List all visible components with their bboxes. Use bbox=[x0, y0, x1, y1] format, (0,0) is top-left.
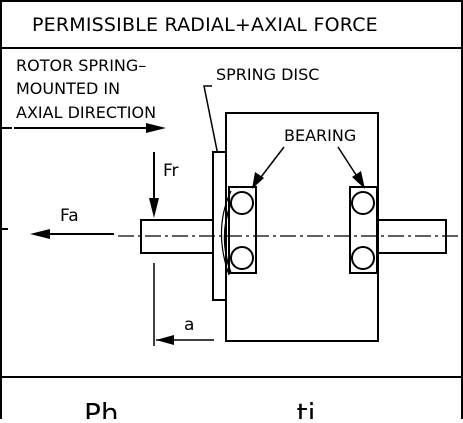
rotor-note-line-2: MOUNTED IN bbox=[16, 79, 120, 98]
dimension-a bbox=[153, 263, 214, 346]
left-bearing bbox=[220, 186, 257, 276]
motor-housing bbox=[225, 112, 379, 342]
bearing-leaders bbox=[252, 146, 365, 189]
radial-force-label: Fr bbox=[163, 161, 179, 181]
axial-force-arrow bbox=[30, 229, 114, 239]
rotor-note-line-1: ROTOR SPRING– bbox=[16, 56, 146, 75]
diagram-title: PERMISSIBLE RADIAL+AXIAL FORCE bbox=[32, 14, 378, 36]
rotor-note: ROTOR SPRING– MOUNTED IN AXIAL DIRECTION bbox=[16, 56, 156, 122]
axial-force-label: Fa bbox=[60, 206, 79, 226]
rotor-note-line-3: AXIAL DIRECTION bbox=[16, 103, 156, 122]
dimension-a-label: a bbox=[184, 315, 194, 335]
caption-partial: Ph ti bbox=[84, 397, 315, 419]
bearing-label: BEARING bbox=[284, 126, 356, 145]
axial-direction-arrow bbox=[14, 123, 166, 133]
spring-disc-label: SPRING DISC bbox=[216, 65, 319, 84]
radial-force-arrow bbox=[149, 152, 159, 218]
spring-disc-plate bbox=[212, 151, 227, 301]
